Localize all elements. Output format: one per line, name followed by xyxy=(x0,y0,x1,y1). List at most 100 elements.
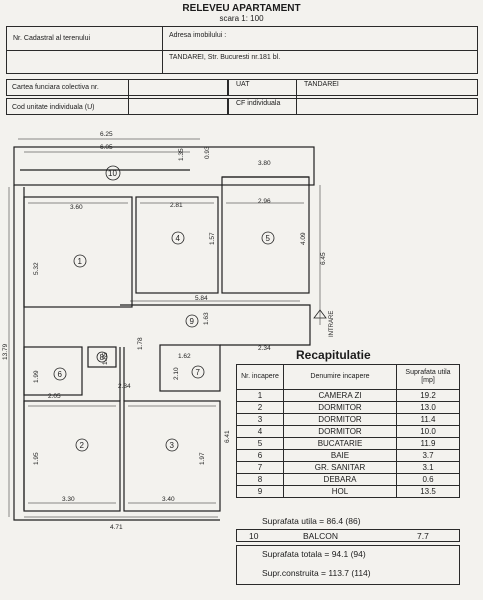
dim-label: 2.10 xyxy=(173,367,180,380)
recap-cell-area: 11.4 xyxy=(396,413,460,426)
dimension-lines xyxy=(8,138,321,518)
room-marker-4: 4 xyxy=(171,231,185,245)
svg-text:7: 7 xyxy=(196,368,201,377)
dim-label: 13.79 xyxy=(2,343,9,360)
dim-label: 3.40 xyxy=(162,496,175,503)
svg-text:4: 4 xyxy=(176,234,181,243)
total-area: Suprafata totala = 94.1 (94) xyxy=(262,549,366,559)
dim-label: 2.34 xyxy=(118,383,131,390)
dim-label: 0.93 xyxy=(204,146,211,159)
room-marker-5: 5 xyxy=(261,231,275,245)
svg-text:9: 9 xyxy=(190,317,195,326)
dim-label: 1.62 xyxy=(178,353,191,360)
property-info-box: Nr. Cadastral al terenului Adresa imobil… xyxy=(6,26,478,74)
col-area: Suprafata utila [mp] xyxy=(396,364,460,390)
recap-cell-nr: 2 xyxy=(236,401,284,414)
useful-area-total: Suprafata utila = 86.4 (86) xyxy=(262,516,361,526)
col-nr: Nr. incapere xyxy=(236,364,284,390)
svg-text:3: 3 xyxy=(170,441,175,450)
dim-label: 6.25 xyxy=(100,131,113,138)
built-area: Supr.construita = 113.7 (114) xyxy=(262,568,371,578)
cadastral-label: Nr. Cadastral al terenului xyxy=(13,35,91,42)
scale-label: scara 1: 100 xyxy=(219,14,264,23)
cf-collective-label: Cartea funciara colectiva nr. xyxy=(12,84,99,91)
entrance-arrow-icon xyxy=(313,309,327,319)
plan-walls xyxy=(13,146,315,521)
recap-cell-nr: 3 xyxy=(236,413,284,426)
dim-label: 3.60 xyxy=(70,204,83,211)
dim-label: 2.96 xyxy=(258,198,271,205)
recap-cell-nr: 6 xyxy=(236,449,284,462)
room-marker-6: 6 xyxy=(53,367,67,381)
balcony-row: 10 BALCON 7.7 xyxy=(236,529,460,542)
dim-label: 1.99 xyxy=(33,370,40,383)
dim-label: 1.78 xyxy=(137,337,144,350)
recap-cell-nr: 9 xyxy=(236,485,284,498)
recap-cell-name: BUCATARIE xyxy=(283,437,397,450)
document-title: RELEVEU APARTAMENT xyxy=(182,3,301,14)
room-marker-3: 3 xyxy=(165,438,179,452)
recap-cell-nr: 7 xyxy=(236,461,284,474)
svg-text:2: 2 xyxy=(80,441,85,450)
recap-cell-nr: 1 xyxy=(236,389,284,402)
svg-text:1: 1 xyxy=(78,257,83,266)
recap-cell-area: 0.6 xyxy=(396,473,460,486)
recap-cell-name: CAMERA ZI xyxy=(283,389,397,402)
recap-table: Nr. incapere Denumire incapere Suprafata… xyxy=(236,364,460,498)
room-marker-9: 9 xyxy=(185,314,199,328)
dim-label: 3.80 xyxy=(258,160,271,167)
recap-cell-area: 11.9 xyxy=(396,437,460,450)
entrance-label: INTRARE xyxy=(329,311,335,337)
recap-cell-name: DORMITOR xyxy=(283,413,397,426)
recap-cell-area: 13.0 xyxy=(396,401,460,414)
uat-value: TANDAREI xyxy=(304,81,339,88)
svg-text:8: 8 xyxy=(100,353,105,362)
dim-label: 6.45 xyxy=(320,252,327,265)
recap-cell-name: DEBARA xyxy=(283,473,397,486)
totals-box xyxy=(236,545,460,585)
room-marker-1: 1 xyxy=(73,254,87,268)
dim-label: 2.34 xyxy=(258,345,271,352)
recap-cell-name: DORMITOR xyxy=(283,425,397,438)
balcony-nr: 10 xyxy=(249,531,259,541)
dim-label: 1.35 xyxy=(178,148,185,161)
dim-label: 1.95 xyxy=(33,452,40,465)
recap-cell-name: HOL xyxy=(283,485,397,498)
recap-cell-area: 13.5 xyxy=(396,485,460,498)
dim-label: 2.81 xyxy=(170,202,183,209)
col-name: Denumire incapere xyxy=(283,364,397,390)
dim-label: 1.85 xyxy=(102,352,109,365)
dim-label: 1.97 xyxy=(199,452,206,465)
recap-cell-area: 10.0 xyxy=(396,425,460,438)
dim-label: 5.84 xyxy=(195,295,208,302)
recap-cell-nr: 8 xyxy=(236,473,284,486)
recap-cell-name: GR. SANITAR xyxy=(283,461,397,474)
dim-label: 1.57 xyxy=(209,232,216,245)
dim-label: 3.30 xyxy=(62,496,75,503)
recap-cell-name: BAIE xyxy=(283,449,397,462)
dim-label: 5.32 xyxy=(33,262,40,275)
recap-cell-name: DORMITOR xyxy=(283,401,397,414)
cf-individual-label: CF individuala xyxy=(236,100,281,107)
recap-cell-nr: 4 xyxy=(236,425,284,438)
dim-label: 4.09 xyxy=(300,232,307,245)
unit-code-label: Cod unitate individuala (U) xyxy=(12,104,95,111)
recap-cell-area: 19.2 xyxy=(396,389,460,402)
recap-cell-area: 3.1 xyxy=(396,461,460,474)
room-marker-7: 7 xyxy=(191,365,205,379)
room-markers: 1 2 3 4 5 6 7 8 9 10 xyxy=(53,165,275,452)
dim-label: 1.63 xyxy=(203,312,210,325)
svg-text:5: 5 xyxy=(266,234,271,243)
dim-label: 6.05 xyxy=(100,144,113,151)
room-marker-10: 10 xyxy=(105,165,121,181)
dim-label: 4.71 xyxy=(110,524,123,531)
recap-cell-area: 3.7 xyxy=(396,449,460,462)
balcony-area: 7.7 xyxy=(417,531,429,541)
